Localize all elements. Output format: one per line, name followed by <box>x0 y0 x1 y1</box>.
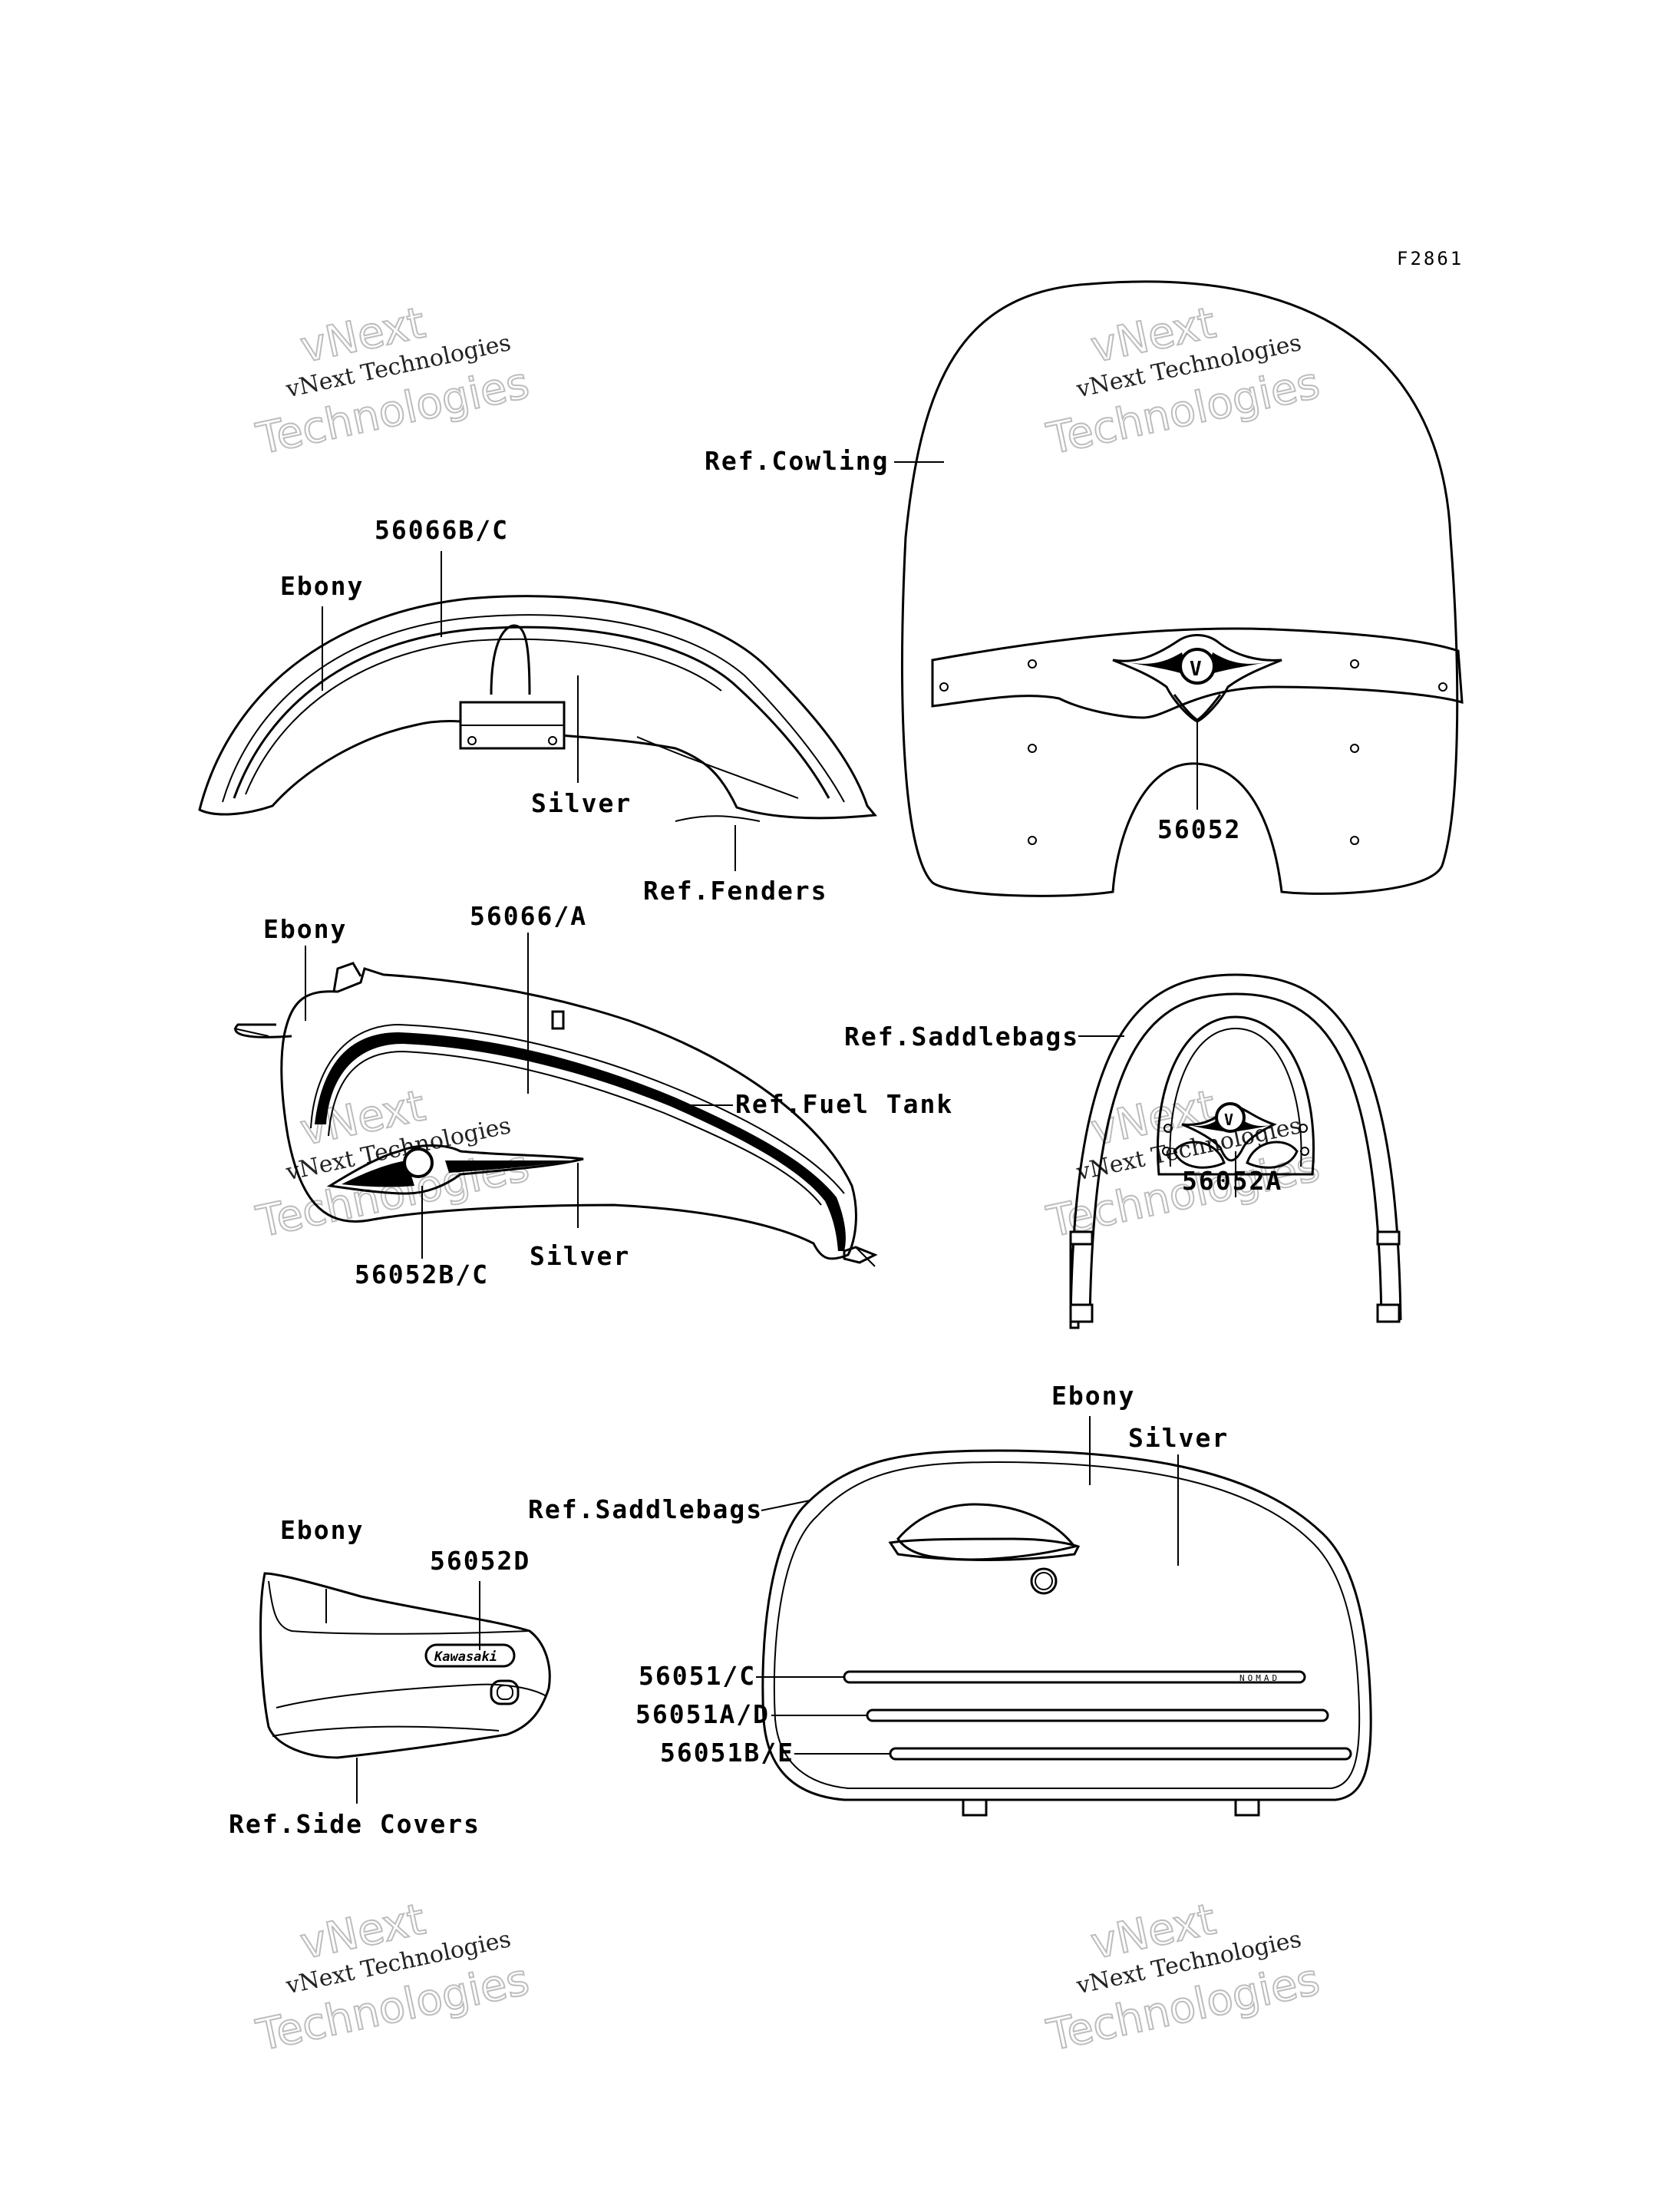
watermark-bottom-right: vNext vNext Technologies Technologies <box>1042 1893 1325 2062</box>
watermark-bottom-left: vNext vNext Technologies Technologies <box>252 1893 534 2062</box>
backrest-sissy-bar: V <box>1069 973 1402 1329</box>
label-ebony-saddlebag: Ebony <box>1051 1381 1135 1411</box>
decal-kawasaki: Kawasaki <box>434 1649 497 1665</box>
label-ref-cowling: Ref.Cowling <box>705 446 890 476</box>
saddlebag: NOMAD <box>756 1416 1372 1817</box>
label-part-56051c: 56051/C <box>639 1661 756 1691</box>
front-fender <box>198 551 877 871</box>
label-part-56052a: 56052A <box>1182 1166 1282 1196</box>
watermark-top-right: vNext vNext Technologies Technologies <box>1042 297 1325 465</box>
v-emblem: V <box>1112 634 1282 723</box>
label-silver-fender: Silver <box>531 788 632 818</box>
tank-emblem <box>326 1144 584 1195</box>
label-part-56052d: 56052D <box>430 1546 530 1576</box>
watermark-mid-left: vNext vNext Technologies Technologies <box>252 1080 534 1248</box>
label-ebony-fender: Ebony <box>280 571 364 601</box>
label-ebony-tank: Ebony <box>263 914 347 944</box>
side-cover: Kawasaki <box>259 1572 551 1804</box>
svg-text:V: V <box>1190 658 1202 681</box>
label-part-56052bc: 56052B/C <box>355 1259 489 1289</box>
windshield-cowling: V <box>894 280 1464 897</box>
fuel-tank <box>233 933 878 1267</box>
label-part-56051be: 56051B/E <box>660 1738 794 1768</box>
label-ref-saddlebags-top: Ref.Saddlebags <box>844 1022 1079 1051</box>
label-silver-tank: Silver <box>530 1241 630 1271</box>
label-part-56066a: 56066/A <box>470 901 587 931</box>
svg-text:V: V <box>1224 1111 1233 1129</box>
label-ref-side-covers: Ref.Side Covers <box>229 1809 480 1839</box>
label-ref-fenders: Ref.Fenders <box>643 876 828 906</box>
label-silver-saddlebag: Silver <box>1128 1423 1229 1453</box>
label-part-56052: 56052 <box>1157 814 1241 844</box>
label-part-56066bc: 56066B/C <box>375 515 509 545</box>
label-ebony-side: Ebony <box>280 1515 364 1545</box>
label-ref-saddlebags-bottom: Ref.Saddlebags <box>528 1494 763 1524</box>
label-ref-fuel-tank: Ref.Fuel Tank <box>735 1089 953 1119</box>
watermark-top-left: vNext vNext Technologies Technologies <box>252 297 534 465</box>
decal-nomad: NOMAD <box>1239 1673 1280 1683</box>
figure-code: F2861 <box>1397 248 1464 269</box>
label-part-56051ad: 56051A/D <box>635 1699 770 1729</box>
